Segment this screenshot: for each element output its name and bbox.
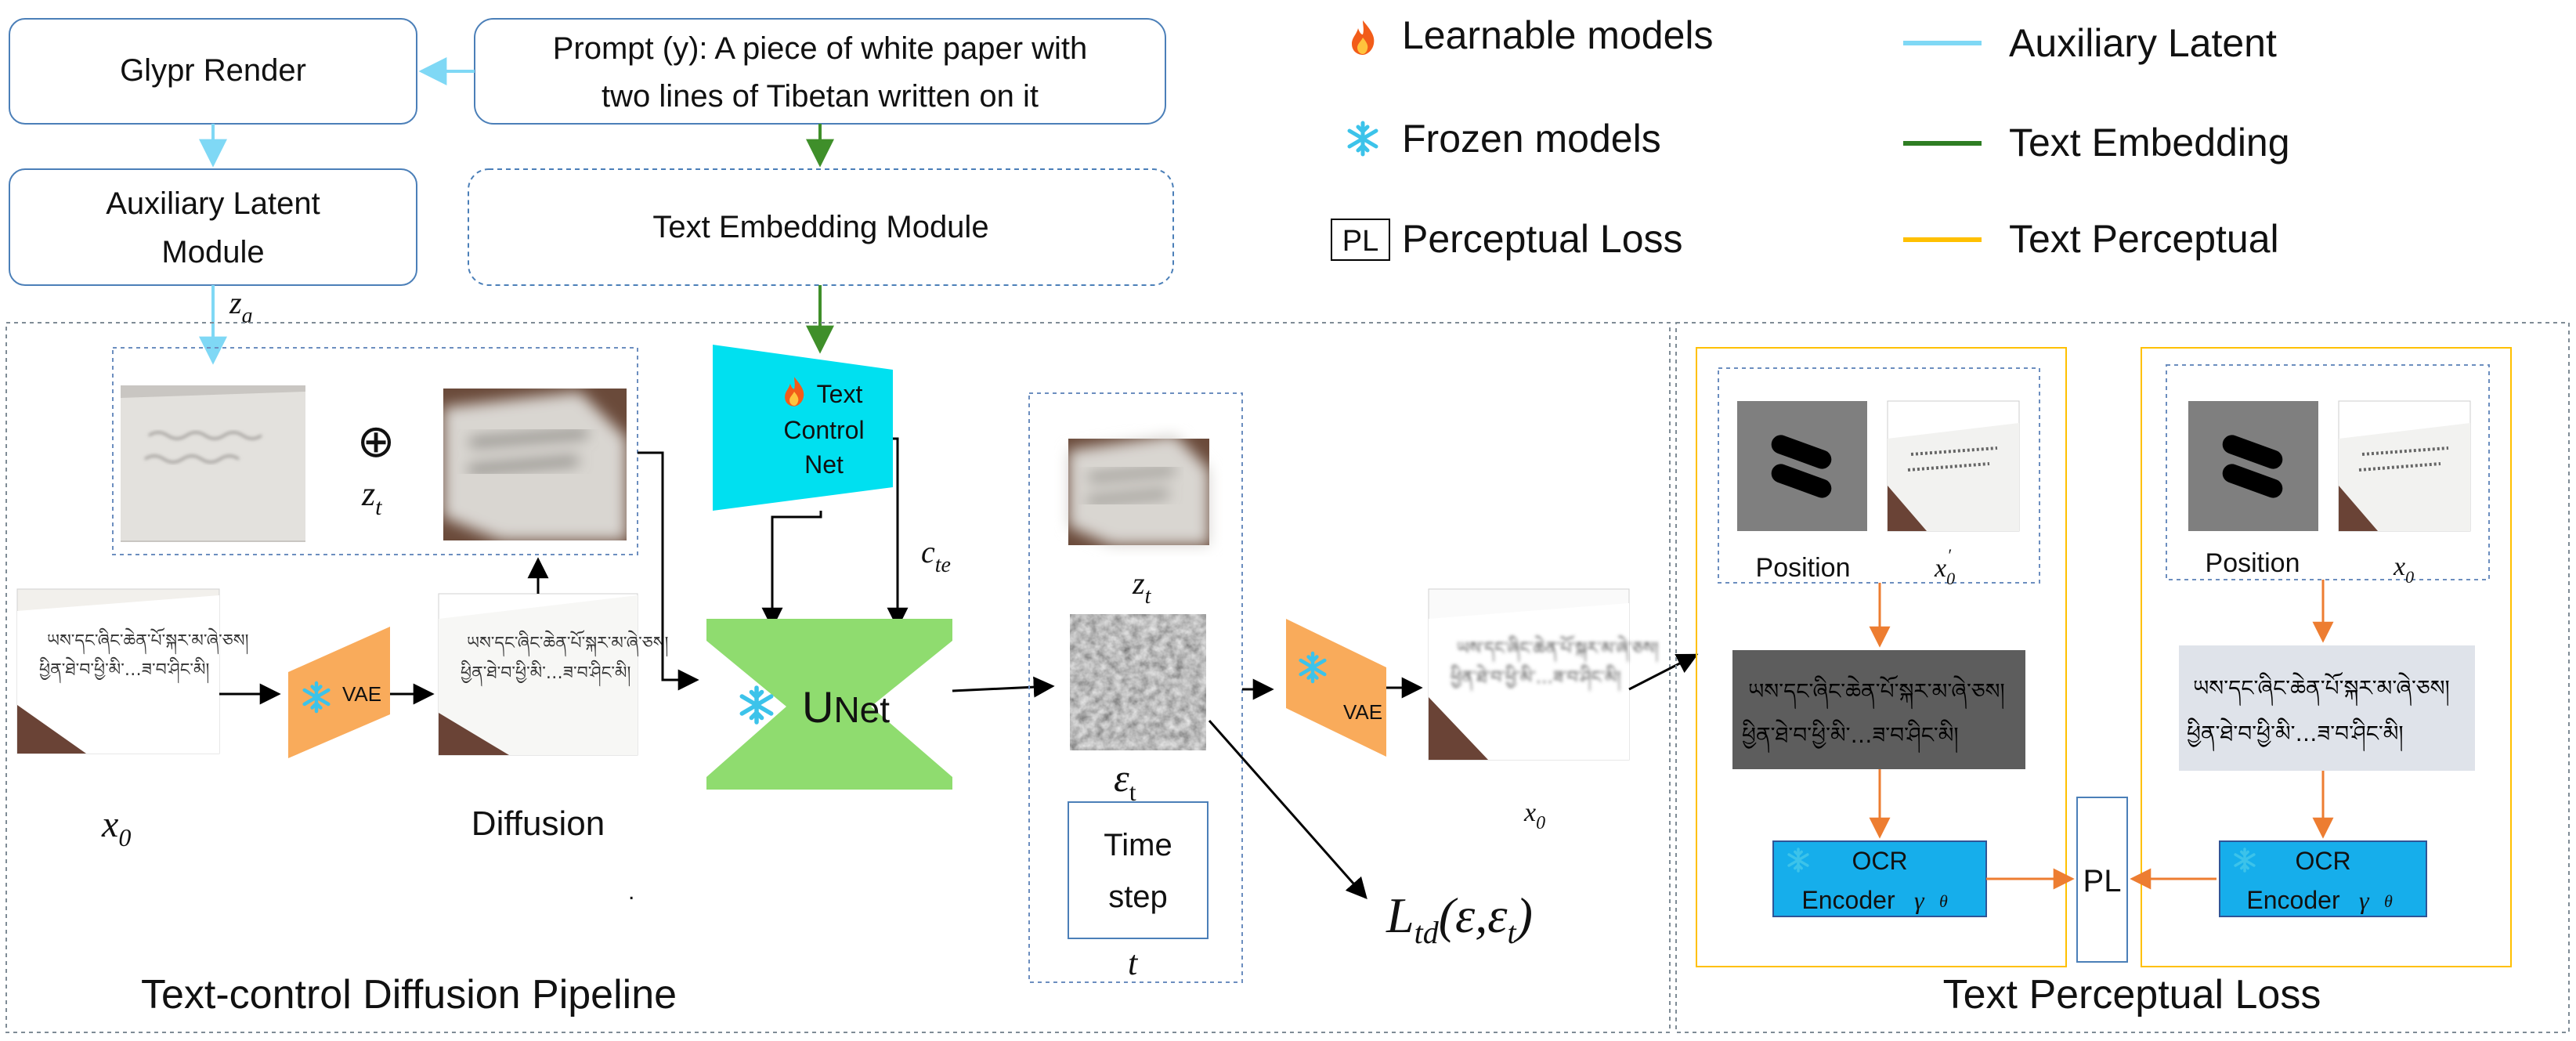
vae-encoder-shape [288, 627, 390, 758]
eps-t-label: εt [1114, 756, 1136, 806]
latent-group-box [112, 347, 638, 555]
noise-to-loss-arrow [1208, 720, 1367, 900]
zt-right-label: zt [1132, 566, 1152, 609]
noise-epsilon-image [1070, 614, 1206, 750]
timestep-box [1068, 801, 1209, 939]
snowflake-icon [742, 688, 771, 722]
control-net-line-2: Control [783, 416, 864, 444]
perceptual-panel [1675, 322, 2570, 1033]
legend-text-embedding: Text Embedding [2009, 121, 2290, 164]
text-crop-right: ཡས་དང་ཞིང་ཆེན་པོ་སྐར་མ་ཞེ་ཅས། ཕྱིན་ཐེ་བ་… [2179, 645, 2475, 771]
legend-perceptual-loss: Perceptual Loss [1402, 217, 1683, 261]
t-label: t [1128, 944, 1139, 982]
text-crop-left: ཡས་དང་ཞིང་ཆེན་པོ་སྐར་མ་ཞེ་ཅས། ཕྱིན་ཐེ་བ་… [1732, 650, 2025, 769]
noisy-latent-image [443, 362, 627, 542]
vae-left-label: VAE [342, 682, 381, 706]
crop-right-line-1: ཡས་དང་ཞིང་ཆེན་པོ་སྐར་མ་ཞེ་ཅས། [2193, 671, 2450, 707]
za-label: za [229, 285, 253, 328]
unet-to-noise-arrow [952, 676, 1055, 698]
diffusion-label: Diffusion [471, 804, 605, 843]
diffusion-image: ཡས་དང་ཞིང་ཆེན་པོ་སྐར་མ་ཞེ་ཅས། ཕྱིན་ཐེ་བ་… [438, 593, 669, 756]
perceptual-title: Text Perceptual Loss [1943, 972, 2321, 1018]
controlnet-to-unet-left-arrow [761, 511, 822, 629]
right-inputs-box [2166, 364, 2490, 580]
vae-decoder-shape [1286, 619, 1386, 757]
stray-dot: . [628, 879, 634, 905]
unet-label: UNet [802, 682, 890, 732]
text-embedding-module-label: Text Embedding Module [652, 210, 988, 244]
control-net-line-1: Text [817, 380, 863, 408]
aux-module-line-1: Auxiliary Latent [106, 186, 320, 221]
legend-pl-box [1331, 219, 1390, 261]
snowflake-icon [1349, 123, 1376, 154]
legend-text-perceptual: Text Perceptual [2009, 217, 2279, 261]
prompt-line-1: Prompt (y): A piece of white paper with [553, 31, 1088, 66]
legend-learnable: Learnable models [1402, 13, 1714, 57]
unet-shape [706, 619, 952, 790]
ocr-right-line-2: Encoder [2246, 886, 2340, 914]
diffusion-tibetan-line-1: ཡས་དང་ཞིང་ཆེན་པོ་སྐར་མ་ཞེ་ཅས། [467, 630, 669, 657]
ocr-left-theta: θ [1939, 891, 1948, 911]
aux-latent-image [121, 385, 305, 542]
prompt-line-2: two lines of Tibetan written on it [602, 79, 1039, 114]
controlnet-to-unet-right-arrow [887, 437, 909, 629]
oplus-symbol: ⊕ [357, 416, 396, 467]
pl-box [2076, 797, 2128, 963]
crop-left-line-2: ཕྱིན་ཐེ་བ་ཕྱི་མི་…ཟ་བ་ཤིང་མི། [1742, 719, 1959, 754]
x0-prime-image [1887, 400, 2020, 532]
x0-output-image: ཡས་དང་ཞིང་ཆེན་པོ་སྐར་མ་ཞེ་ཅས། ཕྱིན་ཐེ་བ་… [1428, 588, 1659, 761]
aux-module-line-2: Module [161, 235, 264, 269]
x0-label: x0 [101, 804, 131, 851]
perceptual-left-group [1696, 347, 2067, 967]
output-to-perceptual-arrow [1628, 653, 1699, 691]
x0-out-label: x0 [1523, 798, 1545, 833]
cte-label: cte [921, 534, 951, 577]
zt-label: zt [361, 475, 382, 520]
legend-aux-latent: Auxiliary Latent [2009, 21, 2277, 65]
position-mask-left [1737, 401, 1867, 531]
glyph-render-label: Glypr Render [120, 53, 306, 88]
loss-formula: Ltd(ε,εt) [1386, 887, 1533, 950]
position-label-right: Position [2206, 548, 2300, 578]
x0-right-image [2338, 400, 2471, 532]
crop-right-line-2: ཕྱིན་ཐེ་བ་ཕྱི་མི་…ཟ་བ་ཤིང་མི། [2187, 717, 2404, 752]
flame-icon [1352, 20, 1375, 55]
latent-to-unet-arrow [638, 451, 699, 691]
x0-prime-label: x0′ [1934, 545, 1955, 588]
zt-latent-image [1068, 420, 1209, 545]
output-tibetan-line-1: ཡས་དང་ཞིང་ཆེན་པོ་སྐར་མ་ཞེ་ཅས། [1457, 635, 1659, 663]
ocr-left-line-1: OCR [1852, 847, 1907, 875]
ocr-right-gamma: γ [2359, 886, 2370, 914]
timestep-line-2: step [1108, 880, 1168, 914]
diffusion-tibetan-line-2: ཕྱིན་ཐེ་བ་ཕྱི་མི་…ཟ་བ་ཤིང་མི། [461, 660, 630, 687]
legend-pl-text: PL [1342, 225, 1378, 258]
noise-column-box [1028, 392, 1243, 983]
pipeline-panel [5, 322, 1671, 1033]
timestep-line-1: Time [1104, 828, 1172, 862]
perceptual-right-group [2141, 347, 2512, 967]
pipeline-title: Text-control Diffusion Pipeline [141, 972, 677, 1018]
legend: Learnable models Frozen models PL Percep… [1331, 13, 2290, 261]
position-label-left: Position [1756, 553, 1851, 583]
left-inputs-box [1718, 367, 2040, 584]
text-embedding-module-box [468, 168, 1174, 286]
position-mask-right [2188, 401, 2318, 531]
ocr-right-line-1: OCR [2295, 847, 2350, 875]
vae-right-label: VAE [1343, 700, 1382, 724]
x0-tibetan-line-1: ཡས་དང་ཞིང་ཆེན་པོ་སྐར་མ་ཞེ་ཅས། [47, 627, 249, 655]
control-net-line-3: Net [804, 450, 844, 479]
ocr-left-gamma: γ [1914, 886, 1925, 914]
ocr-left-line-2: Encoder [1801, 886, 1895, 914]
output-tibetan-line-2: ཕྱིན་ཐེ་བ་ཕྱི་མི་…ཟ་བ་ཤིང་མི། [1451, 664, 1620, 692]
x0-right-label: x0 [2393, 552, 2414, 587]
legend-frozen: Frozen models [1402, 117, 1661, 161]
ocr-right-theta: θ [2384, 891, 2393, 911]
x0-tibetan-line-2: ཕྱིན་ཐེ་བ་ཕྱི་མི་…ཟ་བ་ཤིང་མི། [39, 656, 209, 684]
x0-input-image: ཡས་དང་ཞིང་ཆེན་པོ་སྐར་མ་ཞེ་ཅས། ཕྱིན་ཐེ་བ་… [16, 588, 249, 754]
text-control-net-shape [713, 345, 893, 511]
pl-label: PL [2083, 864, 2122, 898]
crop-left-line-1: ཡས་དང་ཞིང་ཆེན་པོ་སྐར་མ་ཞེ་ཅས། [1748, 674, 2005, 710]
